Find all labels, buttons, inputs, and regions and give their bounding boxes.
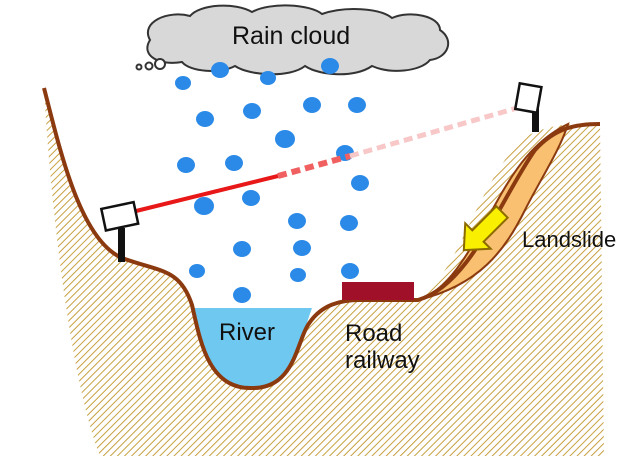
rain-cloud	[146, 4, 450, 76]
cloud-label: Rain cloud	[232, 22, 351, 50]
left-sensor-icon	[99, 200, 140, 262]
right-sensor-icon	[513, 81, 543, 132]
down-left-arrow-icon	[462, 204, 510, 252]
river-water	[192, 308, 312, 388]
river-label: River	[219, 319, 276, 346]
road-label: Road	[345, 320, 403, 347]
beam-solid	[131, 174, 279, 214]
thought-bubbles	[135, 58, 166, 71]
beam-attenuated	[277, 153, 351, 179]
railway-label: railway	[345, 347, 420, 374]
raindrops	[175, 58, 369, 303]
ground-terrain	[44, 88, 604, 456]
road-railway-block	[342, 282, 414, 300]
landslide-label: Landslide	[522, 227, 617, 252]
beam-faded	[349, 103, 525, 159]
